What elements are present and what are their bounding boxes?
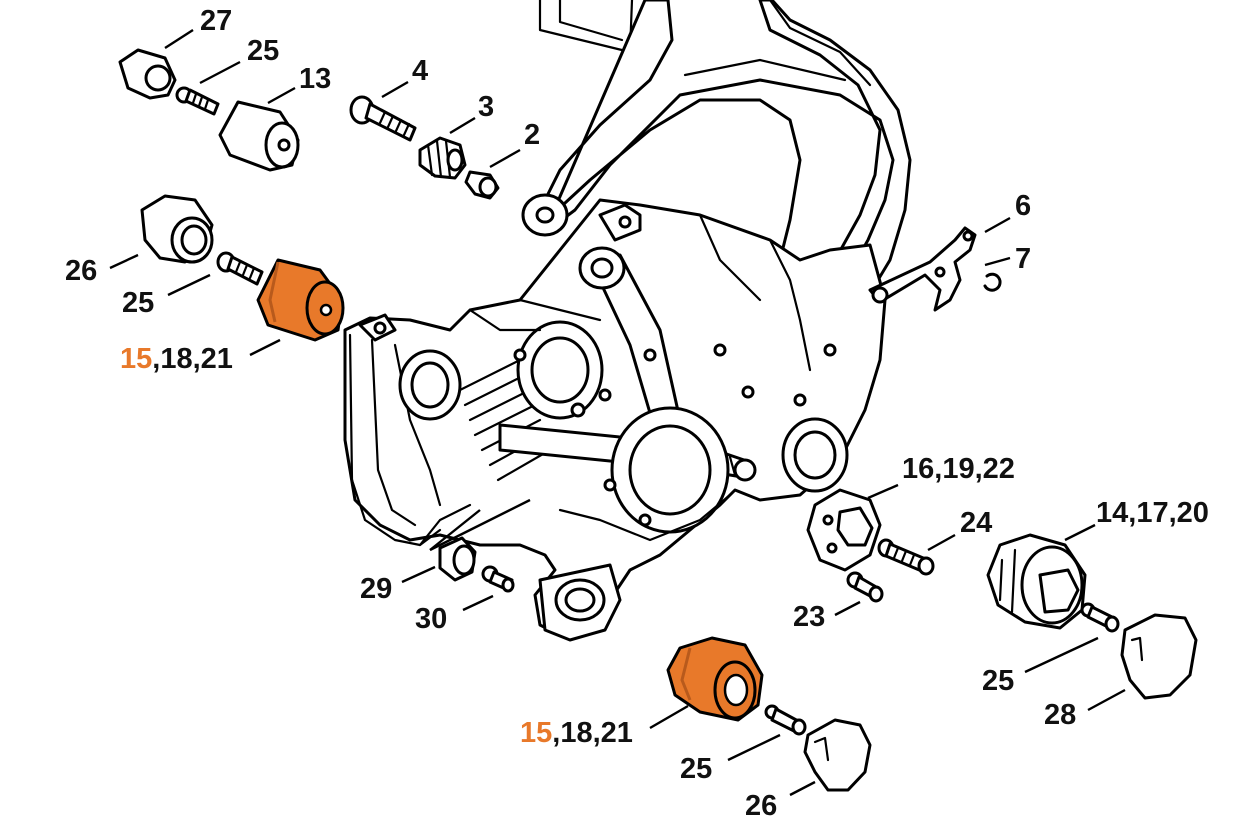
label-3: 3 [478, 91, 494, 123]
label-28: 28 [1044, 699, 1076, 731]
label-30: 30 [415, 603, 447, 635]
part-15-buffer-highlighted-left [256, 258, 345, 342]
part-26-cap-bottom [803, 718, 872, 792]
part-29-bushing [438, 536, 477, 582]
part-15-buffer-highlighted-bottom [666, 636, 764, 722]
part-24-screw [877, 538, 935, 576]
label-27: 27 [200, 5, 232, 37]
part-16-mount-plate [806, 488, 882, 572]
throttle-linkage-6 [868, 226, 977, 312]
label-15-18-21-bottom: 15,18,21 [520, 717, 633, 749]
label-14-17-20: 14,17,20 [1096, 497, 1209, 529]
label-24: 24 [960, 507, 992, 539]
part-25-screw-bottom [764, 704, 807, 736]
callout-labels: 27 25 13 4 3 2 26 25 15,18,21 6 7 16,19,… [65, 5, 1209, 822]
part-2-pin [464, 170, 500, 200]
part-23-screw [846, 571, 884, 603]
part-4-bolt [349, 95, 417, 142]
label-4: 4 [412, 55, 428, 87]
label-25-right: 25 [982, 665, 1014, 697]
label-23: 23 [793, 601, 825, 633]
label-26-bottom: 26 [745, 790, 777, 822]
part-25-screw-left [216, 251, 264, 286]
leader-lines [109, 28, 1126, 797]
label-6: 6 [1015, 190, 1031, 222]
part-26-flange [140, 194, 214, 264]
part-13-buffer [218, 100, 300, 172]
label-13: 13 [299, 63, 331, 95]
part-14-buffer-large [986, 533, 1087, 630]
part-25-screw-right [1080, 602, 1120, 633]
label-26-left: 26 [65, 255, 97, 287]
label-29: 29 [360, 573, 392, 605]
label-2: 2 [524, 119, 540, 151]
label-25-top: 25 [247, 35, 279, 67]
part-28-cap [1120, 613, 1198, 700]
part-3-spring [418, 136, 467, 180]
label-15-18-21-left: 15,18,21 [120, 343, 233, 375]
label-25-left: 25 [122, 287, 154, 319]
label-25-bottom: 25 [680, 753, 712, 785]
circlip-7 [983, 272, 1002, 292]
part-25-screw-top [175, 86, 220, 116]
label-7: 7 [1015, 243, 1031, 275]
label-16-19-22: 16,19,22 [902, 453, 1015, 485]
part-30-screw [481, 565, 515, 593]
part-27-washer [118, 48, 177, 100]
